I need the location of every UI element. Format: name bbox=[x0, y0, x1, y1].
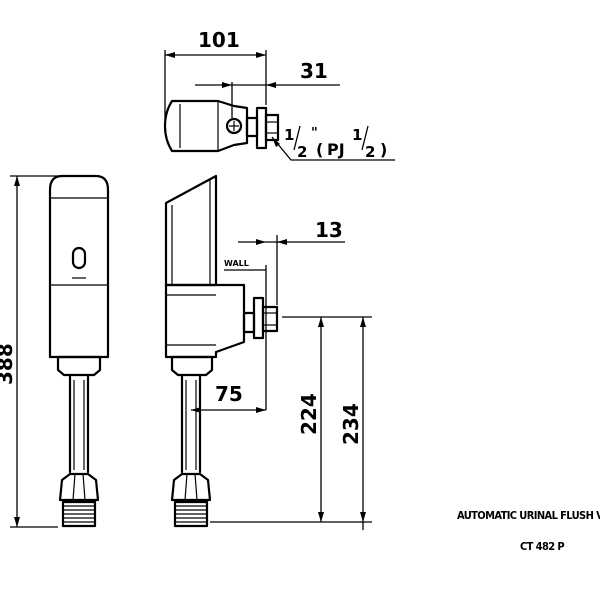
svg-text:": " bbox=[311, 126, 318, 141]
svg-text:1: 1 bbox=[284, 126, 294, 144]
dim-75-label: 75 bbox=[215, 382, 243, 406]
dim-13-label: 13 bbox=[315, 218, 343, 242]
dim-388-label: 388 bbox=[0, 343, 17, 385]
dim-31-label: 31 bbox=[300, 59, 328, 83]
svg-text:2: 2 bbox=[365, 143, 375, 161]
svg-text:2: 2 bbox=[297, 143, 307, 161]
top-view: 101 31 1 2 " ( PJ 1 2 ) bbox=[163, 28, 395, 161]
front-view: 388 bbox=[0, 174, 110, 528]
wall-label: WALL bbox=[224, 259, 249, 268]
svg-text:PJ: PJ bbox=[327, 140, 345, 159]
svg-text:(: ( bbox=[316, 140, 323, 159]
dim-234-label: 234 bbox=[339, 403, 363, 445]
caption-title: AUTOMATIC URINAL FLUSH VALVE bbox=[457, 509, 600, 522]
dim-224-label: 224 bbox=[297, 393, 321, 435]
svg-text:): ) bbox=[380, 140, 387, 159]
caption-model: CT 482 P bbox=[520, 540, 564, 553]
thread-size-label: 1 2 " ( PJ 1 2 ) bbox=[284, 125, 387, 161]
side-view: WALL 13 75 224 bbox=[164, 174, 372, 530]
svg-text:1: 1 bbox=[352, 126, 362, 144]
dim-101-label: 101 bbox=[198, 28, 240, 52]
